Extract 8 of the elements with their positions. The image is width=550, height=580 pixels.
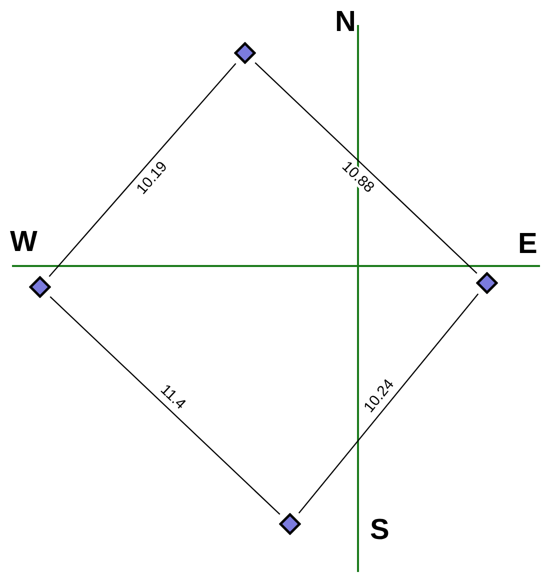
compass-label: N	[335, 8, 356, 37]
connector-line	[50, 296, 280, 515]
compass-label: E	[518, 230, 538, 259]
connector-line	[254, 62, 478, 274]
compass-label: S	[370, 516, 390, 545]
compass-label: W	[10, 228, 38, 257]
connector-line	[298, 293, 479, 514]
connector-line	[48, 63, 236, 277]
